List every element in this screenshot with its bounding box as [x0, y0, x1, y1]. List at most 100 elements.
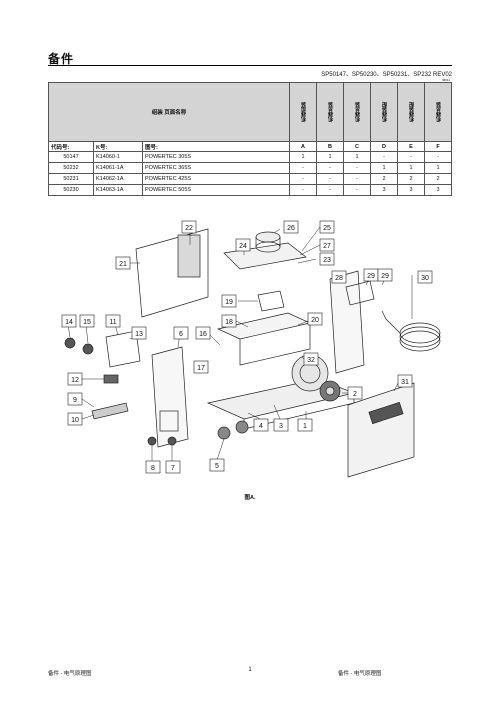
k-cell: K14062-1A	[93, 173, 143, 185]
column-letter: C	[343, 141, 371, 152]
footer-right: 备件 - 电气原理图	[338, 671, 382, 677]
k-cell: K14060-1	[93, 151, 143, 163]
model-cell: POWERTEC 365S	[142, 162, 290, 174]
callout-box	[195, 326, 211, 340]
column-header-a: 机器组装	[289, 82, 317, 142]
table-header-row: 组装 页面名称 机器组装 机器总装 机器总装 机器装配 机器装配 机器总装	[48, 82, 452, 142]
column-header-f: 机器总装	[424, 82, 452, 142]
k-cell: K14063-1A	[93, 184, 143, 196]
column-letter: D	[370, 141, 398, 152]
callout-box	[131, 326, 147, 340]
column-header-b: 机器总装	[316, 82, 344, 142]
gas-hose-coil	[399, 330, 441, 352]
callout-box	[283, 220, 299, 234]
callout-box	[61, 314, 77, 328]
table-row: 50232 K14061-1A POWERTEC 365S - - - 1 1 …	[48, 162, 452, 174]
callout-box	[319, 220, 335, 234]
column-header-c: 机器总装	[343, 82, 371, 142]
document-reference: SP50147、SP50230、SP50231、SP232 REV02	[321, 72, 452, 78]
rear-panel-part	[329, 270, 365, 374]
callout-box	[417, 270, 433, 284]
column-header-d: 机器装配	[370, 82, 398, 142]
front-panel-part	[151, 346, 189, 448]
callout-box	[115, 256, 131, 270]
callout-box	[297, 418, 313, 432]
callout-number: 22	[185, 225, 193, 232]
column-letter: B	[316, 141, 344, 152]
value-cell: 1	[397, 162, 425, 174]
wheel-hub	[325, 386, 335, 396]
callout-box	[221, 314, 237, 328]
callout-box	[319, 252, 335, 266]
value-cell: -	[289, 173, 317, 185]
callout-box	[273, 418, 289, 432]
table-row: 50231 K14062-1A POWERTEC 425S - - - 2 2 …	[48, 173, 452, 185]
code-header: 代码号:	[48, 141, 94, 152]
callout-box	[67, 392, 83, 406]
callout-number: 11	[109, 319, 116, 326]
value-cell: 3	[370, 184, 398, 196]
column-letter: E	[397, 141, 425, 152]
caster-wheel-part	[217, 426, 231, 440]
value-cell: -	[316, 173, 344, 185]
callout-number: 21	[119, 261, 127, 268]
callout-box	[221, 294, 237, 308]
value-cell: 2	[424, 173, 452, 185]
table-row: 50230 K14063-1A POWERTEC 505S - - - 3 3 …	[48, 184, 452, 196]
callout-number: 8	[151, 465, 155, 472]
callout-box	[209, 458, 225, 472]
value-cell: -	[343, 162, 371, 174]
callout-box	[253, 418, 269, 432]
callout-number: 23	[323, 257, 331, 264]
footer-left: 备件 - 电气原理图	[48, 671, 92, 677]
cover-plate-part	[105, 330, 141, 368]
k-cell: K14061-1A	[93, 162, 143, 174]
fig-header: 图号:	[142, 141, 290, 152]
callout-number: 2	[353, 391, 357, 398]
spool-hub-base	[255, 241, 281, 253]
spool-hub-side	[255, 237, 281, 247]
code-cell: 50147	[48, 151, 94, 163]
code-cell: 50232	[48, 162, 94, 174]
knob-part	[64, 337, 76, 349]
group-header: 组装 页面名称	[48, 82, 290, 142]
knob-part	[82, 343, 94, 355]
middle-panel-front	[239, 323, 311, 366]
value-cell: 2	[370, 173, 398, 185]
callout-box	[67, 372, 83, 386]
callout-number: 6	[179, 331, 183, 338]
model-cell: POWERTEC 305S	[142, 151, 290, 163]
code-cell: 50230	[48, 184, 94, 196]
column-header-e: 机器装配	[397, 82, 425, 142]
callout-box	[67, 412, 83, 426]
table-row: 50147 K14060-1 POWERTEC 305S 1 1 1 - - -	[48, 151, 452, 163]
callout-number: 30	[421, 275, 429, 282]
fitting-part	[167, 436, 177, 446]
callout-number: 25	[323, 225, 331, 232]
callout-box	[303, 352, 319, 366]
gas-hose-coil	[399, 322, 441, 344]
table-subheader-row: 代码号: K号: 图号: A B C D E F	[48, 141, 452, 152]
callout-number: 17	[197, 365, 205, 372]
value-cell: -	[316, 184, 344, 196]
callout-number: 16	[199, 331, 207, 338]
model-cell: POWERTEC 425S	[142, 173, 290, 185]
callout-number: 1	[303, 423, 307, 430]
callout-box	[79, 314, 95, 328]
caster-wheel-part	[235, 420, 249, 434]
callout-number: 32	[307, 357, 315, 364]
callout-number: 10	[71, 417, 79, 424]
callout-box	[173, 326, 189, 340]
callout-box	[193, 360, 209, 374]
label-plate-part	[177, 234, 201, 278]
callout-box	[319, 238, 335, 252]
value-cell: -	[343, 173, 371, 185]
value-cell: 1	[370, 162, 398, 174]
callout-number: 13	[135, 331, 143, 338]
value-cell: -	[424, 151, 452, 163]
value-cell: 2	[397, 173, 425, 185]
value-cell: -	[370, 151, 398, 163]
title-rule	[48, 65, 452, 66]
parts-table: 组装 页面名称 机器组装 机器总装 机器总装 机器装配 机器装配 机器总装 代码…	[48, 82, 452, 196]
value-cell: -	[289, 184, 317, 196]
